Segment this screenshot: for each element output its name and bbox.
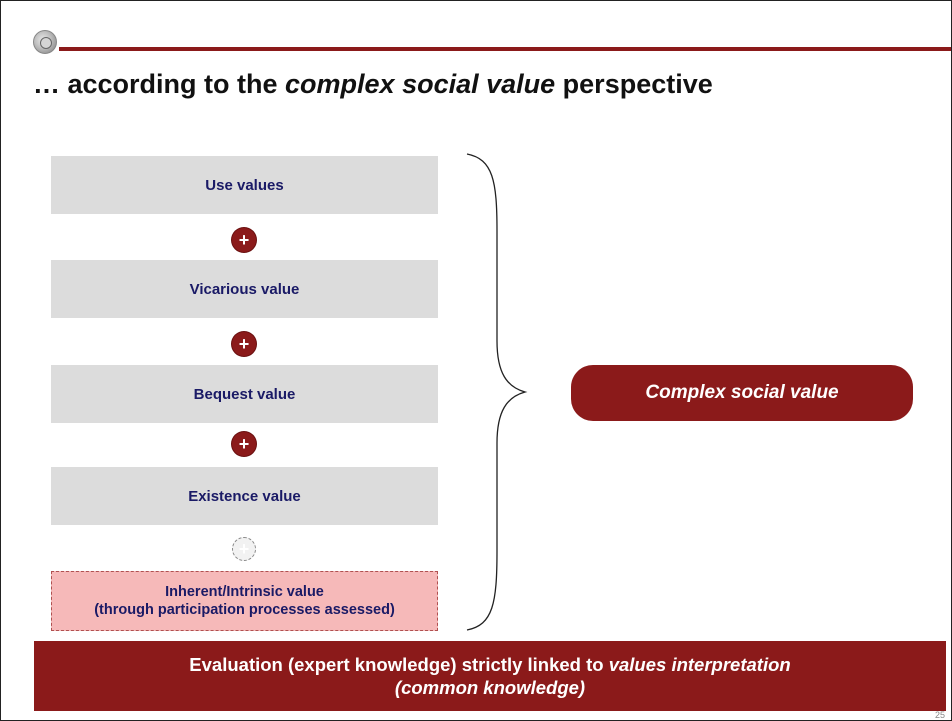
banner-prefix: Evaluation (expert knowledge) strictly l…	[189, 654, 609, 675]
inherent-value-sublabel: (through participation processes assesse…	[94, 602, 395, 618]
vicarious-value-box: Vicarious value	[51, 260, 438, 318]
curly-brace-icon	[466, 153, 528, 631]
existence-value-box: Existence value	[51, 467, 438, 525]
use-values-box: Use values	[51, 156, 438, 214]
title-suffix: perspective	[555, 69, 713, 99]
plus-icon: +	[232, 432, 256, 456]
complex-social-value-pill: Complex social value	[571, 365, 913, 421]
banner-emphasis-line2: (common knowledge)	[394, 677, 586, 698]
plus-symbol: +	[238, 229, 250, 250]
slide-title: … according to the complex social value …	[33, 69, 713, 100]
inherent-value-box: Inherent/Intrinsic value (through partic…	[51, 571, 438, 631]
vicarious-value-label: Vicarious value	[189, 280, 300, 298]
title-rule	[59, 47, 951, 51]
bequest-value-box: Bequest value	[51, 365, 438, 423]
complex-social-value-label: Complex social value	[645, 382, 839, 403]
inherent-value-label: Inherent/Intrinsic value	[165, 584, 324, 600]
bequest-value-label: Bequest value	[193, 385, 296, 403]
plus-icon: +	[232, 228, 256, 252]
plus-symbol: +	[238, 333, 250, 354]
plus-icon: +	[232, 332, 256, 356]
ghost-plus-symbol: +	[238, 538, 250, 559]
ghost-plus-icon: +	[232, 537, 256, 561]
title-emphasis: complex social value	[285, 69, 556, 99]
university-seal-icon	[33, 30, 57, 54]
conclusion-banner: Evaluation (expert knowledge) strictly l…	[34, 641, 946, 711]
page-number: 25	[934, 710, 945, 720]
plus-symbol: +	[238, 433, 250, 454]
use-values-label: Use values	[205, 176, 284, 194]
title-prefix: … according to the	[33, 69, 286, 99]
banner-emphasis-line1: values interpretation	[608, 654, 791, 675]
existence-value-label: Existence value	[188, 487, 301, 505]
